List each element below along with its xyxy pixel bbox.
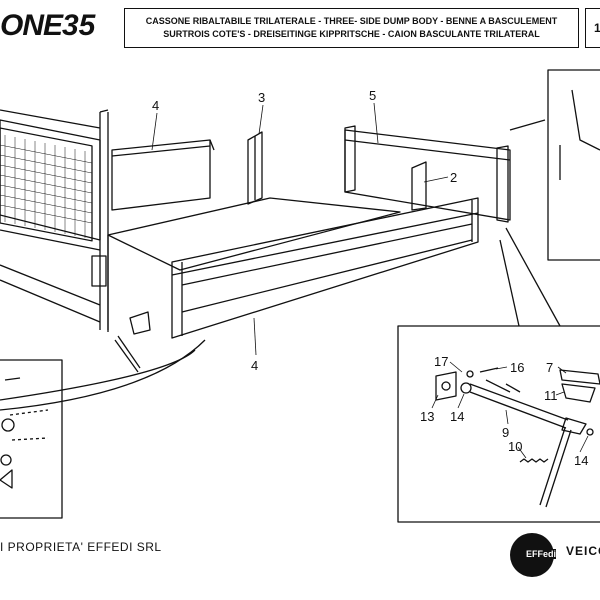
callout-7: 7: [546, 360, 553, 375]
callout-16: 16: [510, 360, 524, 375]
title-line-2: SURTROIS COTE'S - DREISEITINGE KIPPRITSC…: [163, 29, 540, 39]
side-panel-left: [111, 139, 215, 211]
front-headboard: [0, 109, 109, 332]
brand-name: ONE: [0, 9, 63, 42]
callout-2: 2: [450, 170, 457, 185]
sheet-number: 1: [585, 8, 600, 48]
callout-17: 17: [434, 354, 448, 369]
logo-wordmark: VEICO: [566, 544, 600, 558]
callout-4-bottom: 4: [251, 358, 258, 373]
model-number: 35: [62, 9, 96, 42]
callout-9: 9: [502, 425, 509, 440]
side-panel-front: [171, 197, 479, 339]
top-right-detail-box: [509, 69, 600, 261]
title-block: CASSONE RIBALTABILE TRILATERALE - THREE-…: [124, 8, 579, 48]
latch-assembly: [91, 255, 151, 373]
rear-panel-5: [344, 125, 511, 223]
callout-13: 13: [420, 409, 434, 424]
detail-circle-arc: [0, 349, 196, 401]
callout-11: 11: [544, 388, 558, 403]
callout-10: 10: [508, 439, 522, 454]
callout-4-top: 4: [152, 98, 159, 113]
corner-post-2: [411, 161, 427, 211]
footer-copyright: I PROPRIETA' EFFEDI SRL: [0, 540, 162, 554]
mesh-grid: [0, 135, 93, 238]
callout-14-left: 14: [450, 409, 464, 424]
platform-floor: [0, 197, 401, 330]
callout-3: 3: [258, 90, 265, 105]
callout-5: 5: [369, 88, 376, 103]
corner-post-3: [247, 131, 263, 205]
left-detail-box: [0, 359, 63, 519]
logo-text: EFFedi: [526, 549, 557, 559]
title-line-1: CASSONE RIBALTABILE TRILATERALE - THREE-…: [145, 16, 558, 26]
leader-lines: [151, 102, 589, 459]
callout-14-right: 14: [574, 453, 588, 468]
mechanism-detail-box: [397, 227, 600, 523]
